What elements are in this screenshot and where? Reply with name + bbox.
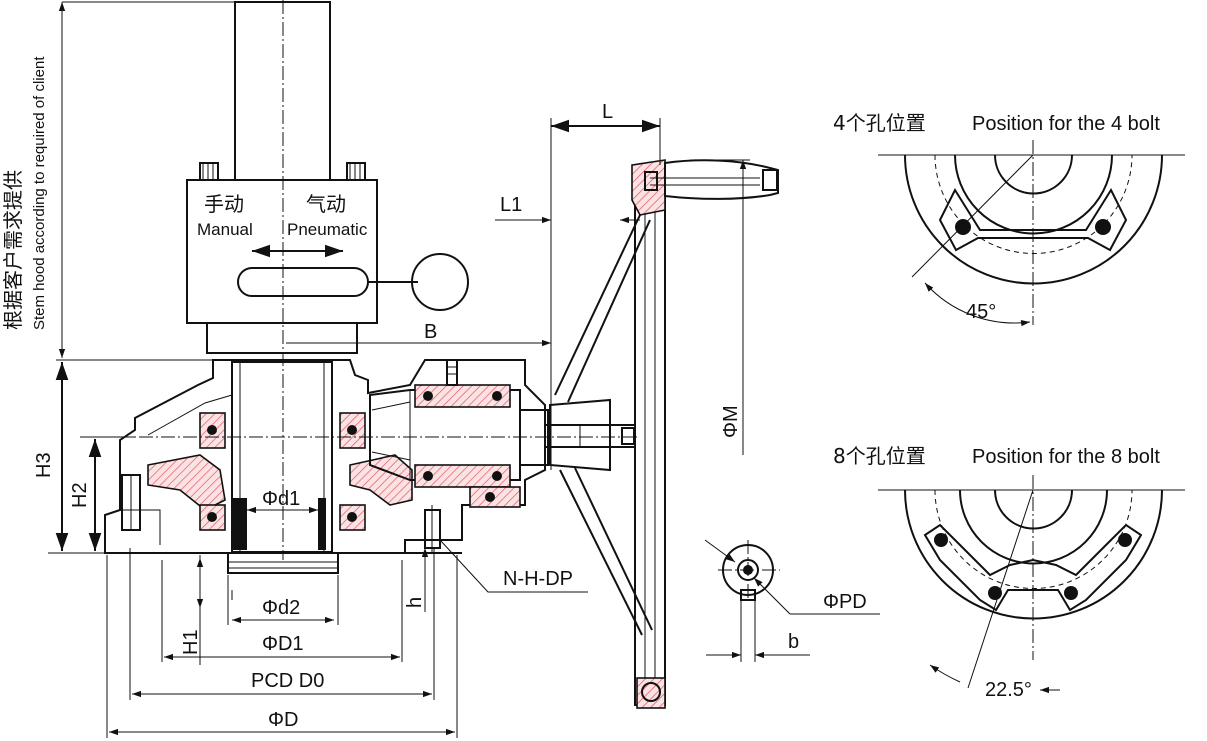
dim-b: b	[788, 631, 799, 653]
stem-hood-en-label: Stem hood according to required of clien…	[31, 56, 48, 330]
dim-h: h	[404, 597, 426, 608]
four-bolt-view	[878, 140, 1185, 327]
dimension-lines-left	[48, 362, 429, 665]
dim-L: L	[602, 101, 613, 123]
dim-Phid2: Φd2	[262, 597, 300, 619]
pinion-shaft-assembly	[95, 359, 640, 508]
dim-PhiM: ΦM	[720, 405, 742, 438]
manual-en-label: Manual	[197, 220, 253, 239]
dim-L1: L1	[500, 194, 522, 216]
dimension-lines-top	[286, 118, 750, 470]
dim-PhiD1: ΦD1	[262, 633, 304, 655]
pneumatic-en-label: Pneumatic	[287, 220, 368, 239]
four-bolt-angle: 45°	[966, 301, 996, 323]
dim-PCD: PCD D0	[251, 670, 324, 692]
four-bolt-title-en: Position for the 4 bolt	[972, 113, 1160, 135]
stem-hood	[234, 0, 331, 560]
dim-H1: H1	[180, 629, 202, 655]
eight-bolt-title-cn: 8个孔位置	[833, 444, 926, 468]
dim-PhiPD: ΦPD	[823, 591, 867, 613]
dim-H2: H2	[69, 482, 91, 508]
stem-hood-dimension	[56, 1, 240, 361]
dim-B: B	[424, 321, 437, 343]
dim-NHDP: N-H-DP	[503, 568, 573, 590]
manual-cn-label: 手动	[204, 192, 244, 216]
dim-PhiD: ΦD	[268, 709, 298, 731]
key-detail	[704, 539, 880, 662]
dim-Phid1: Φd1	[262, 488, 300, 510]
clutch-housing	[186, 162, 469, 354]
eight-bolt-angle: 22.5°	[985, 679, 1032, 701]
stem-hood-cn-label: 根据客户需求提供	[1, 170, 25, 330]
dim-H3: H3	[33, 452, 55, 478]
pneumatic-cn-label: 气动	[306, 192, 346, 216]
four-bolt-title-cn: 4个孔位置	[833, 111, 926, 135]
handwheel	[544, 159, 779, 709]
dimension-lines-bottom	[106, 506, 588, 738]
eight-bolt-title-en: Position for the 8 bolt	[972, 446, 1160, 468]
eight-bolt-view	[878, 475, 1185, 694]
